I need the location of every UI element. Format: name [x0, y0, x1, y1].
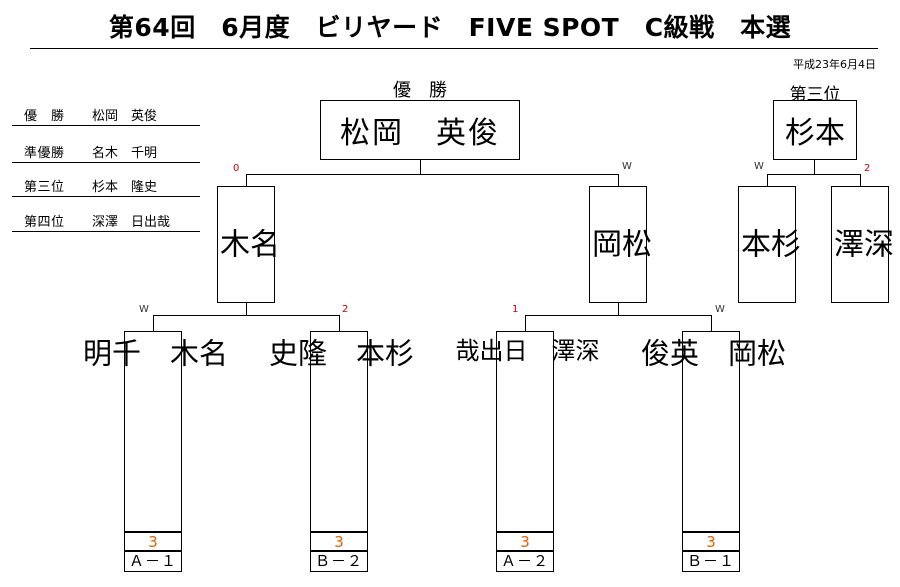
- champion-box: 松岡 英俊: [320, 100, 520, 160]
- bracket-line: [814, 160, 815, 174]
- player-name: 深 澤 日 出 哉: [451, 338, 599, 371]
- summary-row-champion: 優 勝 松岡 英俊: [12, 100, 200, 126]
- summary-name: 松岡 英俊: [92, 109, 158, 124]
- bracket-line: [246, 174, 247, 186]
- player-name: 杉 本 隆 史: [264, 338, 415, 373]
- champion-name: 松岡 英俊: [340, 116, 500, 151]
- round1-score-1: 3: [124, 532, 182, 551]
- third-place-box: 杉本: [773, 100, 857, 160]
- third-place-winner: 杉本: [785, 116, 845, 151]
- bracket-line: [525, 315, 526, 331]
- bracket-line: [618, 303, 619, 315]
- bracket-line: [767, 174, 860, 175]
- bracket-line: [153, 315, 339, 316]
- player-name: 名 木 千 明: [78, 338, 229, 373]
- round1-score-2: 3: [310, 532, 368, 551]
- round1-seed-4: Ｂ－１: [682, 551, 740, 572]
- player-name: 深 澤: [828, 227, 893, 262]
- title-underline: [30, 48, 878, 49]
- third-player-left: 杉 本: [735, 186, 800, 303]
- summary-name: 深澤 日出哉: [92, 215, 171, 230]
- round1-score-4: 3: [682, 532, 740, 551]
- bracket-line: [711, 315, 712, 331]
- bracket-line: [246, 174, 618, 175]
- summary-name: 杉本 隆史: [92, 180, 158, 195]
- bracket-line: [420, 160, 421, 174]
- summary-label: 第三位: [24, 180, 65, 195]
- round1-seed-1: Ａ－１: [124, 551, 182, 572]
- final-player-left: 名 木: [214, 186, 279, 303]
- bracket-line: [246, 303, 247, 315]
- summary-label: 優 勝: [24, 109, 65, 124]
- final-player-right: 松 岡: [586, 186, 651, 303]
- round1-result: 1: [512, 304, 519, 315]
- player-name: 名 木: [214, 227, 279, 262]
- player-name: 松 岡 英 俊: [636, 338, 787, 373]
- player-name: 杉 本: [735, 227, 800, 262]
- round1-player-4: 松 岡 英 俊: [637, 331, 787, 532]
- third-left-result: W: [754, 161, 764, 172]
- round1-seed-3: Ａ－２: [496, 551, 554, 572]
- round1-player-1: 名 木 千 明: [79, 331, 229, 532]
- bracket-line: [860, 174, 861, 186]
- player-name: 松 岡: [586, 227, 651, 262]
- bracket-line: [339, 315, 340, 331]
- summary-row-fourth: 第四位 深澤 日出哉: [12, 206, 200, 232]
- third-player-right: 深 澤: [828, 186, 893, 303]
- bracket-line: [525, 315, 711, 316]
- bracket-line: [618, 174, 619, 186]
- final-left-result: 0: [233, 163, 240, 174]
- summary-label: 第四位: [24, 215, 65, 230]
- round1-player-2: 杉 本 隆 史: [265, 331, 415, 532]
- round1-player-3: 深 澤 日 出 哉: [451, 331, 599, 532]
- bracket-line: [767, 174, 768, 186]
- round1-result: W: [139, 304, 149, 315]
- final-right-result: W: [622, 161, 632, 172]
- event-date: 平成23年6月4日: [793, 58, 876, 71]
- round1-seed-2: Ｂ－２: [310, 551, 368, 572]
- champion-label: 優 勝: [393, 80, 447, 101]
- summary-row-third: 第三位 杉本 隆史: [12, 171, 200, 197]
- bracket-line: [153, 315, 154, 331]
- round1-score-3: 3: [496, 532, 554, 551]
- summary-row-runner-up: 準優勝 名木 千明: [12, 137, 200, 163]
- summary-label: 準優勝: [24, 146, 65, 161]
- round1-result: 2: [342, 304, 349, 315]
- summary-name: 名木 千明: [92, 146, 158, 161]
- third-right-result: 2: [864, 163, 871, 174]
- page-title: 第64回 6月度 ビリヤード FIVE SPOT C級戦 本選: [108, 13, 792, 42]
- round1-result: W: [715, 304, 725, 315]
